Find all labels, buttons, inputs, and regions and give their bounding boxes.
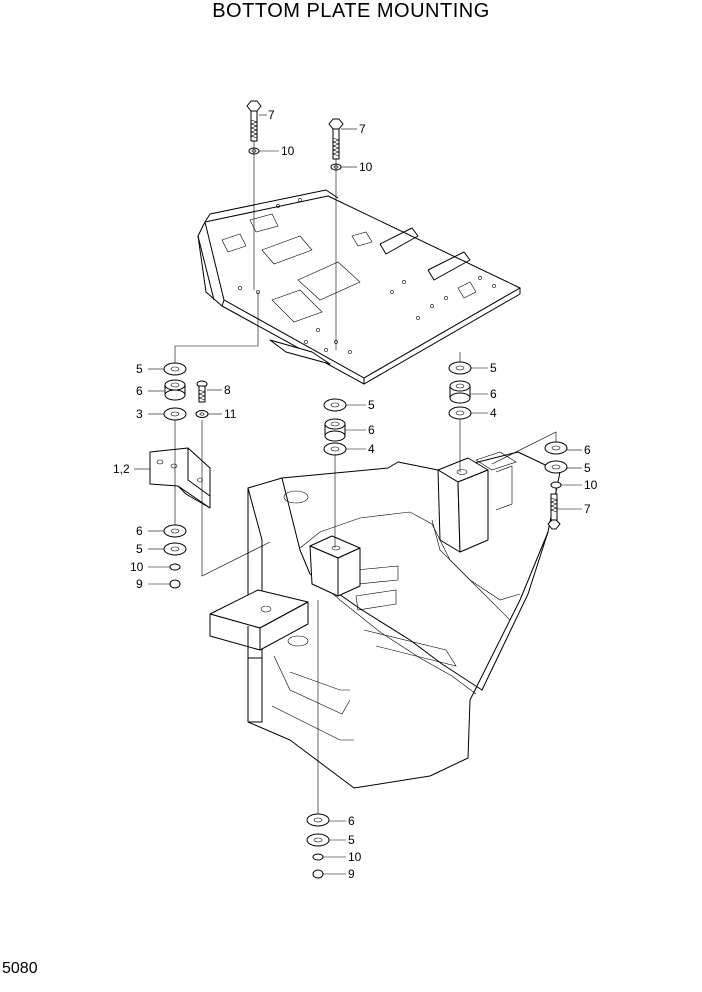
callout-9: 9 <box>136 577 143 591</box>
callout-leaders <box>134 114 582 875</box>
callout-10: 10 <box>359 160 373 174</box>
callout-9: 9 <box>348 867 355 881</box>
callout-5: 5 <box>490 361 497 375</box>
page-number: 5080 <box>2 960 38 977</box>
mount-stack-right <box>448 361 472 420</box>
callout-6: 6 <box>490 387 497 401</box>
mount-stack-left <box>163 362 187 589</box>
callout-labels: 7 10 7 10 5 6 3 8 11 1,2 6 5 10 9 5 6 4 … <box>113 108 598 881</box>
callout-6: 6 <box>348 814 355 828</box>
bolt-7-upper-center <box>328 118 344 160</box>
mount-stack-bottom <box>306 813 330 879</box>
callout-10: 10 <box>348 850 362 864</box>
callout-11: 11 <box>224 407 237 421</box>
callout-10: 10 <box>281 144 295 158</box>
callout-1-2: 1,2 <box>113 462 130 476</box>
callout-7: 7 <box>268 108 275 122</box>
callout-7: 7 <box>584 502 591 516</box>
callout-6: 6 <box>136 524 143 538</box>
assembly-lines <box>174 141 557 814</box>
callout-5: 5 <box>136 542 143 556</box>
upper-frame <box>209 451 561 789</box>
mount-stack-right-lower <box>544 441 568 489</box>
callout-6: 6 <box>136 384 143 398</box>
bolt-7-right <box>547 493 561 530</box>
callout-4: 4 <box>368 442 375 456</box>
callout-4: 4 <box>490 406 497 420</box>
callout-5: 5 <box>368 398 375 412</box>
bolt-7-upper-left <box>246 100 262 142</box>
callout-6: 6 <box>584 443 591 457</box>
callout-6: 6 <box>368 423 375 437</box>
callout-10: 10 <box>130 560 144 574</box>
callout-5: 5 <box>584 461 591 475</box>
callout-7: 7 <box>359 122 366 136</box>
callout-5: 5 <box>136 362 143 376</box>
callout-10: 10 <box>584 478 598 492</box>
washer-11 <box>195 410 209 418</box>
bracket-part-1-2 <box>149 447 211 509</box>
callout-5: 5 <box>348 833 355 847</box>
callout-8: 8 <box>224 383 231 397</box>
bottom-plate <box>197 189 521 385</box>
bolt-8 <box>196 380 208 403</box>
page-title: BOTTOM PLATE MOUNTING <box>212 0 490 22</box>
callout-3: 3 <box>136 407 143 421</box>
mount-stack-center <box>323 398 347 456</box>
